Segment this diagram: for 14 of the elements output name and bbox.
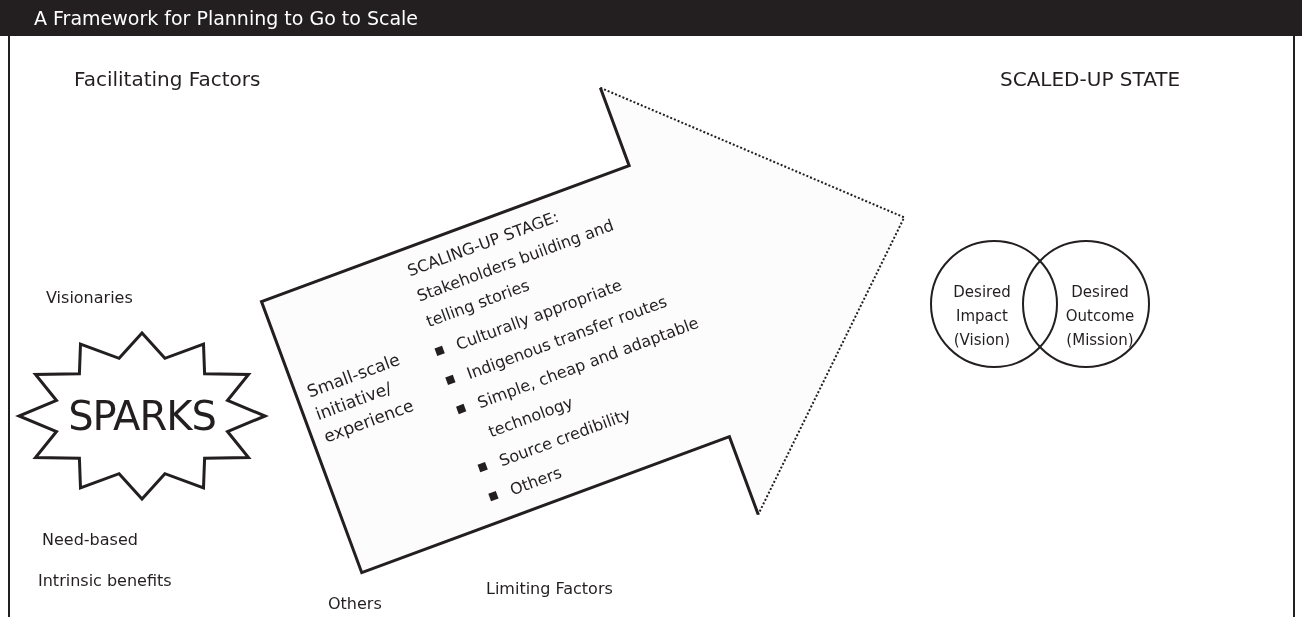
circle-label: Desired Impact (Vision) (952, 282, 1012, 351)
circle-label: Desired Outcome (Mission) (1064, 282, 1136, 351)
venn-circle (930, 240, 1058, 368)
starburst-shape (16, 330, 268, 502)
factor-label: Facilitating Factors (74, 67, 261, 91)
burst-label: SPARKS (68, 393, 216, 439)
factor-label: Limiting Factors (486, 579, 613, 599)
factor-label: SCALED-UP STATE (1000, 67, 1181, 91)
factor-label: Visionaries (46, 288, 133, 308)
venn-circle (1022, 240, 1150, 368)
title-bar: A Framework for Planning to Go to Scale (0, 0, 1302, 36)
factor-label: Need-based (42, 530, 138, 550)
factor-label: Intrinsic benefits (38, 571, 172, 591)
factor-label: Others (328, 594, 382, 614)
